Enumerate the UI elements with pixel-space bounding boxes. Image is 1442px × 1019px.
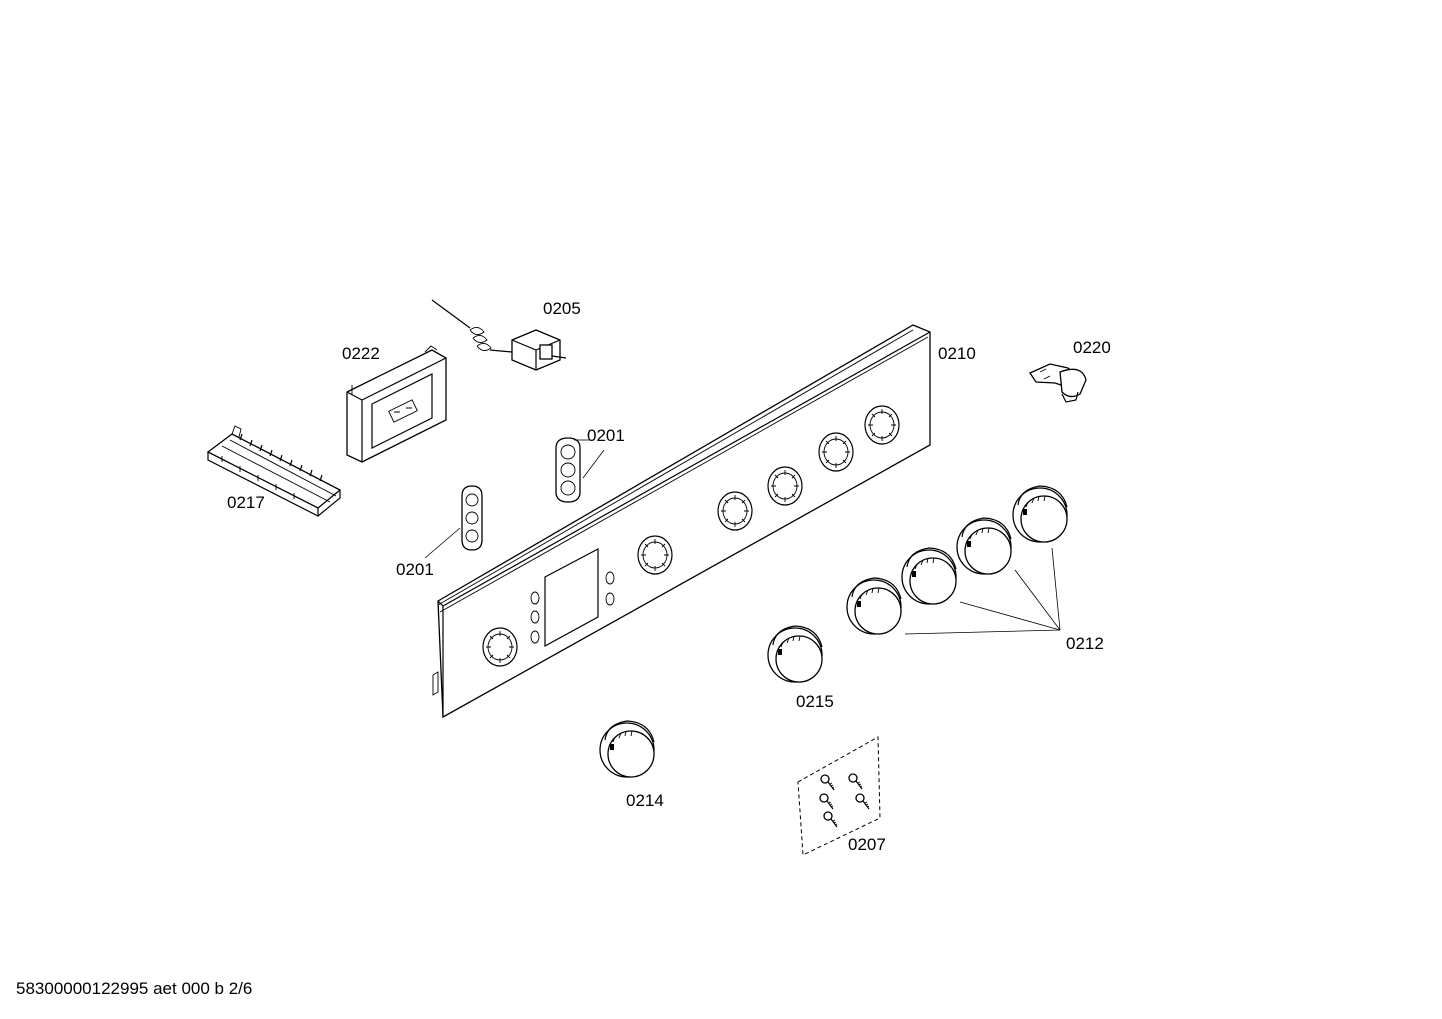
- label-0205: 0205: [543, 299, 581, 318]
- label-0201-upper: 0201: [587, 426, 625, 445]
- label-0215: 0215: [796, 692, 834, 711]
- clock-timer-module-part: [346, 345, 447, 463]
- switch-bracket-upper-part: [555, 437, 581, 503]
- label-0201-lower: 0201: [396, 560, 434, 579]
- control-panel-fascia-part: [432, 324, 931, 719]
- control-knob-part: [767, 625, 823, 683]
- label-0220: 0220: [1073, 338, 1111, 357]
- control-knobs-part: [846, 485, 1068, 635]
- thermostat-part: [431, 299, 567, 371]
- terminal-block-part: [206, 425, 342, 517]
- label-0217: 0217: [227, 493, 265, 512]
- label-0212: 0212: [1066, 634, 1104, 653]
- knob-leader-lines: [904, 547, 1061, 635]
- bracket-clip-part: [1029, 363, 1087, 403]
- label-0210: 0210: [938, 344, 976, 363]
- label-0207: 0207: [848, 835, 886, 854]
- screw-set-part: [797, 736, 881, 856]
- switch-bracket-lower-part: [461, 485, 483, 551]
- control-knob-small-part: [599, 720, 655, 778]
- label-0214: 0214: [626, 791, 664, 810]
- footer-part-reference: 58300000122995 aet 000 b 2/6: [16, 979, 253, 998]
- label-0222: 0222: [342, 344, 380, 363]
